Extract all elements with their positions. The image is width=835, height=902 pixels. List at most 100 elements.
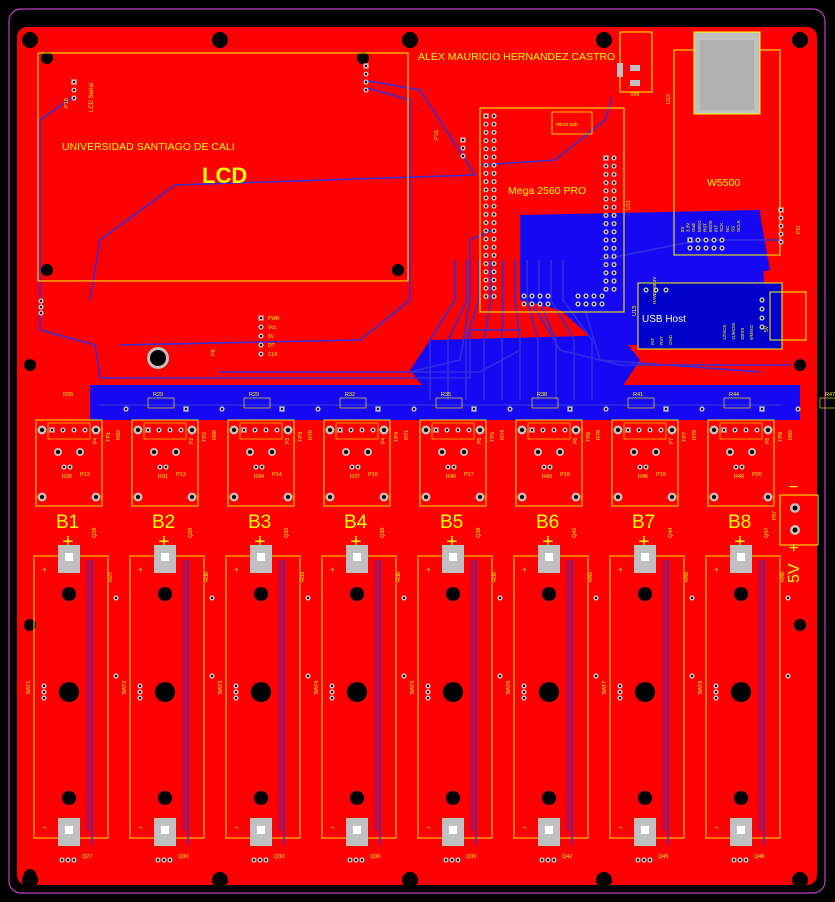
sensor-pad-drill	[78, 450, 82, 454]
mega-pin-drill	[484, 188, 488, 191]
battery-index-label: B5	[440, 512, 463, 533]
positive-sign: +	[62, 531, 74, 553]
battery-pad-drill	[42, 690, 46, 694]
battery-index-label: B6	[536, 512, 559, 533]
mounting-hole	[794, 619, 806, 631]
battery-pad-drill	[330, 690, 334, 694]
holder-minus: −	[234, 823, 239, 832]
resistor-pin-drill	[124, 407, 128, 411]
mega-pin-drill	[484, 205, 488, 208]
battery-hole	[350, 791, 364, 805]
sensor-pin-drill	[168, 428, 172, 432]
side-pin-drill	[402, 674, 406, 678]
battery-index-label: B3	[248, 512, 271, 533]
rb-label: R82	[788, 430, 794, 440]
resistor-top-label: R41	[633, 392, 643, 398]
mega-pin-drill	[604, 255, 608, 258]
battery-trace	[567, 560, 573, 845]
trace	[562, 260, 593, 400]
transistor-pin-drill	[264, 858, 268, 862]
sensor-pin-drill	[360, 428, 364, 432]
side-pin-drill	[498, 596, 502, 600]
positive-sign: +	[542, 531, 554, 553]
transistor-pin-drill	[348, 858, 352, 862]
positive-sign: +	[734, 531, 746, 553]
q-top-label: Q44	[668, 528, 674, 538]
battery-hole	[443, 682, 463, 702]
sensor-corner-drill	[670, 428, 674, 432]
q-bottom-label: Q39	[466, 854, 476, 860]
p9-pin-drill	[259, 316, 263, 320]
q-top-label: Q47	[764, 528, 770, 538]
standoff-hole	[150, 350, 166, 366]
transistor-pin-drill	[456, 858, 460, 862]
usb-pin-label: INT	[650, 338, 655, 346]
w5500-pin-drill	[704, 238, 708, 242]
tp-label: TP1	[106, 432, 112, 442]
mega-pin-drill	[612, 279, 616, 283]
holder-minus: −	[618, 823, 623, 832]
mega-pin-drill	[604, 263, 608, 266]
resistor-pin-drill	[472, 407, 476, 411]
w5500-pin-label: RST	[702, 223, 707, 232]
p87-label: P87	[772, 511, 778, 520]
mega-pin-drill	[492, 131, 496, 134]
battery-pad-drill	[138, 696, 142, 700]
mega-pin-drill	[612, 255, 616, 258]
trace	[550, 260, 575, 400]
rb-label: R79	[692, 430, 698, 440]
power-plus: +	[789, 540, 798, 557]
holder-plus: +	[522, 565, 527, 574]
sensor-pin-drill	[638, 465, 642, 469]
p-label: P19	[656, 472, 666, 478]
battery-hole	[158, 587, 172, 601]
usb-pin-drill	[760, 307, 764, 311]
pb-label: P3	[285, 438, 291, 444]
sensor-corner-drill	[190, 495, 194, 499]
battery-hole	[62, 791, 76, 805]
sensor-corner-drill	[94, 428, 98, 432]
sensor-pin-drill	[61, 428, 65, 432]
mega-pin-drill	[604, 222, 608, 225]
rb-label: R66	[212, 430, 218, 440]
holder-minus: −	[138, 823, 143, 832]
sensor-pin-drill	[733, 428, 737, 432]
battery-pad-drill	[714, 690, 718, 694]
w5500-pin-label: MOSI	[708, 220, 713, 232]
battery-pad-drill	[42, 684, 46, 688]
mega-pin-drill	[492, 180, 496, 183]
mounting-hole	[596, 32, 612, 48]
sensor-pin-drill	[275, 428, 279, 432]
transistor-pin-drill	[66, 858, 70, 862]
sensor-pin-drill	[264, 428, 268, 432]
lcd-module: UNIVERSIDAD SANTIAGO DE CALI LCD LCD Ser…	[37, 52, 440, 282]
sensor-pin-drill	[179, 428, 183, 432]
mega-pin-drill	[604, 197, 608, 201]
mega-pin-drill	[584, 294, 588, 298]
battery-clip-top-hole	[353, 553, 361, 561]
resistor-pin-drill	[604, 407, 608, 411]
mega-pin-drill	[492, 287, 496, 290]
sensor-pad-drill	[270, 450, 274, 454]
u13-label: U13	[632, 306, 638, 316]
sensor-corner-drill	[616, 428, 620, 432]
trace	[483, 260, 492, 400]
battery-label: BAT3	[218, 681, 224, 694]
mega-pin-drill	[604, 271, 608, 274]
battery-index-label: B8	[728, 512, 751, 533]
battery-trace	[663, 560, 669, 845]
mega-pin-drill	[604, 279, 608, 283]
resistor-mid-label: R37	[350, 474, 360, 480]
resistor-outline	[627, 397, 655, 409]
transistor-pin-drill	[636, 858, 640, 862]
mega-pin-drill	[612, 230, 616, 233]
author-label: ALEX MAURICIO HERNANDEZ CASTRO	[418, 51, 615, 63]
battery-hole	[446, 587, 460, 601]
resistor-side-label: R42	[588, 572, 594, 582]
power-terminal: − + 5V P87	[772, 479, 819, 583]
mega-pin-drill	[492, 147, 496, 150]
side-pin-drill	[498, 674, 502, 678]
